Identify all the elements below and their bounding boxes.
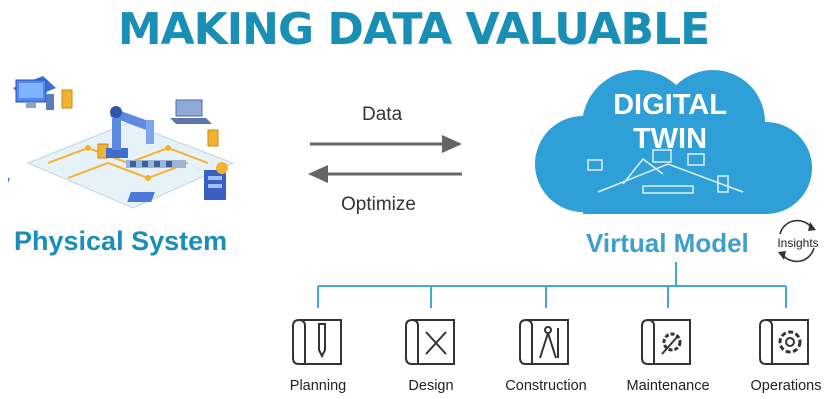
digital-twin-line1: DIGITAL (613, 89, 727, 121)
optimize-label: Optimize (341, 194, 416, 215)
gear-wrench-icon (641, 319, 691, 365)
physical-system-label: Physical System (14, 226, 228, 256)
data-label: Data (362, 104, 403, 125)
compass-icon (519, 319, 569, 365)
server-icon (204, 162, 228, 200)
connector-lines (317, 262, 787, 308)
laptop-icon (170, 99, 212, 124)
pad-icon (8, 178, 10, 192)
physical-system-illustration (8, 76, 235, 209)
pen-blueprint-icon (292, 319, 342, 365)
cycle-icon (778, 219, 816, 263)
digital-twin-cloud (535, 70, 812, 214)
stage-label-planning: Planning (289, 378, 347, 394)
stage-label-maintenance: Maintenance (626, 378, 710, 394)
digital-twin-miniature (587, 149, 744, 194)
pad-icon (127, 192, 155, 202)
data-flow-arrows (308, 135, 462, 183)
left-arrow-icon (308, 165, 462, 183)
conveyor-icon (126, 160, 186, 168)
insights-label-wrap: Insights (774, 234, 822, 252)
robot-arm-icon (106, 106, 154, 158)
digital-twin-line2: TWIN (632, 123, 708, 155)
stage-label-construction: Construction (505, 378, 587, 394)
coin-stack-icon (61, 89, 219, 159)
digital-twin-title: DIGITAL TWIN (570, 88, 770, 156)
right-arrow-icon (310, 135, 462, 153)
stage-label-operations: Operations (750, 378, 822, 394)
virtual-model-label: Virtual Model (586, 228, 749, 258)
stage-label-design: Design (408, 378, 454, 394)
settings-gear-icon (759, 319, 809, 365)
page-title: MAKING DATA VALUABLE (117, 4, 710, 55)
computer-icon (13, 76, 56, 110)
ruler-pencil-icon (405, 319, 455, 365)
insights-label: Insights (777, 236, 819, 250)
